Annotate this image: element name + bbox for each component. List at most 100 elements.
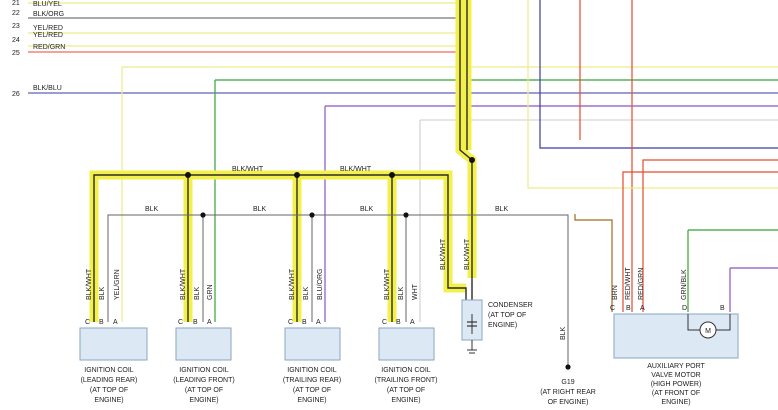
bus-labels: BLK/WHT BLK/WHT BLK BLK BLK BLK bbox=[145, 166, 509, 213]
vlabel: BLK/WHT bbox=[440, 238, 447, 270]
condenser-label: ENGINE) bbox=[488, 322, 517, 329]
vlabel: BLK bbox=[398, 286, 405, 300]
wire-label: YEL/RED bbox=[33, 32, 63, 39]
wire-label: RED/GRN bbox=[33, 44, 65, 51]
component-box bbox=[613, 313, 739, 359]
pin-label: C bbox=[610, 305, 615, 312]
vlabel: WHT bbox=[412, 283, 419, 300]
splice-dot bbox=[200, 212, 206, 218]
splice-dot bbox=[389, 172, 395, 178]
coil-caption: (LEADING REAR) bbox=[81, 377, 138, 384]
coil-caption: ENGINE) bbox=[297, 397, 326, 404]
vlabel: RED/GRN bbox=[638, 268, 645, 300]
top-wire-labels: 21 BLU/YEL 22 BLK/ORG 23 YEL/RED 24 YEL/… bbox=[12, 0, 65, 98]
splice-dot bbox=[294, 172, 300, 178]
pin-label: A bbox=[316, 319, 321, 326]
wire-label: BLK/BLU bbox=[33, 85, 62, 92]
right-vertical-wires bbox=[527, 0, 778, 312]
vlabel: BLK bbox=[99, 286, 106, 300]
bus-label-blk: BLK bbox=[360, 206, 374, 213]
wire-number: 21 bbox=[12, 0, 20, 7]
pin-label: A bbox=[640, 305, 645, 312]
bus-label-blk-wht: BLK/WHT bbox=[232, 166, 264, 173]
coil-caption: (AT TOP OF bbox=[90, 387, 128, 394]
vlabel: GRN/BLK bbox=[681, 269, 688, 300]
top-wire-group bbox=[28, 2, 778, 269]
g19-label: OF ENGINE) bbox=[548, 399, 589, 406]
component-box bbox=[79, 327, 148, 361]
valve-caption: AUXILIARY PORT bbox=[647, 363, 705, 370]
wire-label: YEL/RED bbox=[33, 25, 63, 32]
auxiliary-port-valve-motor: C B A D B M bbox=[610, 305, 739, 359]
blk-ground-bus bbox=[107, 212, 569, 365]
condenser-label: (AT TOP OF bbox=[488, 312, 526, 319]
bus-label-blk: BLK bbox=[253, 206, 267, 213]
wire-number: 25 bbox=[12, 50, 20, 57]
coil-caption: (LEADING FRONT) bbox=[173, 377, 234, 384]
ignition-coil-leading-front: C B A bbox=[175, 319, 232, 361]
splice-dot bbox=[309, 212, 315, 218]
motor-lead bbox=[687, 314, 700, 331]
vlabel: BLK/WHT bbox=[180, 268, 187, 300]
pin-label: A bbox=[207, 319, 212, 326]
splice-dot bbox=[469, 157, 475, 163]
coil-feed-wires bbox=[121, 67, 421, 322]
valve-caption: VALVE MOTOR bbox=[651, 372, 700, 379]
pin-label: C bbox=[178, 319, 183, 326]
pin-label: A bbox=[113, 319, 118, 326]
coil-caption: IGNITION COIL bbox=[84, 367, 134, 374]
wire-yel-right bbox=[527, 0, 778, 189]
bus-highlight bbox=[89, 170, 466, 322]
pin-label: C bbox=[85, 319, 90, 326]
component-captions: IGNITION COIL (LEADING REAR) (AT TOP OF … bbox=[81, 363, 706, 406]
valve-caption: ENGINE) bbox=[661, 399, 690, 406]
pin-label: B bbox=[396, 319, 401, 326]
pin-label: C bbox=[382, 319, 387, 326]
pin-label: B bbox=[626, 305, 631, 312]
pin-label: B bbox=[99, 319, 104, 326]
coil-caption: IGNITION COIL bbox=[381, 367, 431, 374]
highlighted-trunk bbox=[89, 0, 477, 322]
pin-label: C bbox=[288, 319, 293, 326]
coil-caption: IGNITION COIL bbox=[179, 367, 229, 374]
wire-number: 23 bbox=[12, 23, 20, 30]
g19-label: (AT RIGHT REAR bbox=[540, 389, 596, 396]
wire-number: 22 bbox=[12, 10, 20, 17]
coil-caption: (AT TOP OF bbox=[185, 387, 223, 394]
vlabel: BLK bbox=[303, 286, 310, 300]
vlabel: BLK/WHT bbox=[289, 268, 296, 300]
wire-label: BLU/YEL bbox=[33, 1, 62, 8]
bus-label-blk: BLK bbox=[145, 206, 159, 213]
component-box bbox=[284, 327, 341, 361]
pin-label: B bbox=[302, 319, 307, 326]
trunk-wire-a bbox=[459, 0, 473, 300]
coil-caption: ENGINE) bbox=[391, 397, 420, 404]
pin-label: B bbox=[193, 319, 198, 326]
bus-wire bbox=[93, 174, 467, 322]
splice-dot bbox=[185, 172, 191, 178]
wire-blu-right bbox=[539, 0, 778, 149]
condenser: CONDENSER (AT TOP OF ENGINE) bbox=[461, 299, 533, 354]
bus-label-blk: BLK bbox=[495, 206, 509, 213]
vlabel: BLK/WHT bbox=[384, 268, 391, 300]
blk-bus-wire bbox=[107, 214, 569, 365]
vlabel: BLU/ORG bbox=[317, 268, 324, 300]
ground-point-icon bbox=[565, 364, 571, 370]
wire-red-wht bbox=[622, 171, 778, 312]
wire-number: 26 bbox=[12, 91, 20, 98]
vlabel: RED/WHT bbox=[625, 267, 632, 300]
coil-caption: (AT TOP OF bbox=[387, 387, 425, 394]
vlabel: BLK/WHT bbox=[86, 268, 93, 300]
vlabel: BLK bbox=[194, 286, 201, 300]
vlabel: YEL/GRN bbox=[114, 269, 121, 300]
pin-label: B bbox=[720, 305, 725, 312]
ignition-coil-trailing-front: C B A bbox=[378, 319, 435, 361]
ignition-coil-trailing-rear: C B A bbox=[284, 319, 341, 361]
component-box bbox=[175, 327, 232, 361]
ground-g19: G19 (AT RIGHT REAR OF ENGINE) bbox=[540, 364, 596, 406]
g19-label: G19 bbox=[561, 379, 574, 386]
wire-red-grn bbox=[642, 159, 778, 312]
vertical-wire-labels: BLK/WHT BLK YEL/GRN BLK/WHT BLK GRN BLK/… bbox=[86, 238, 688, 340]
wire-label: BLK/ORG bbox=[33, 11, 64, 18]
